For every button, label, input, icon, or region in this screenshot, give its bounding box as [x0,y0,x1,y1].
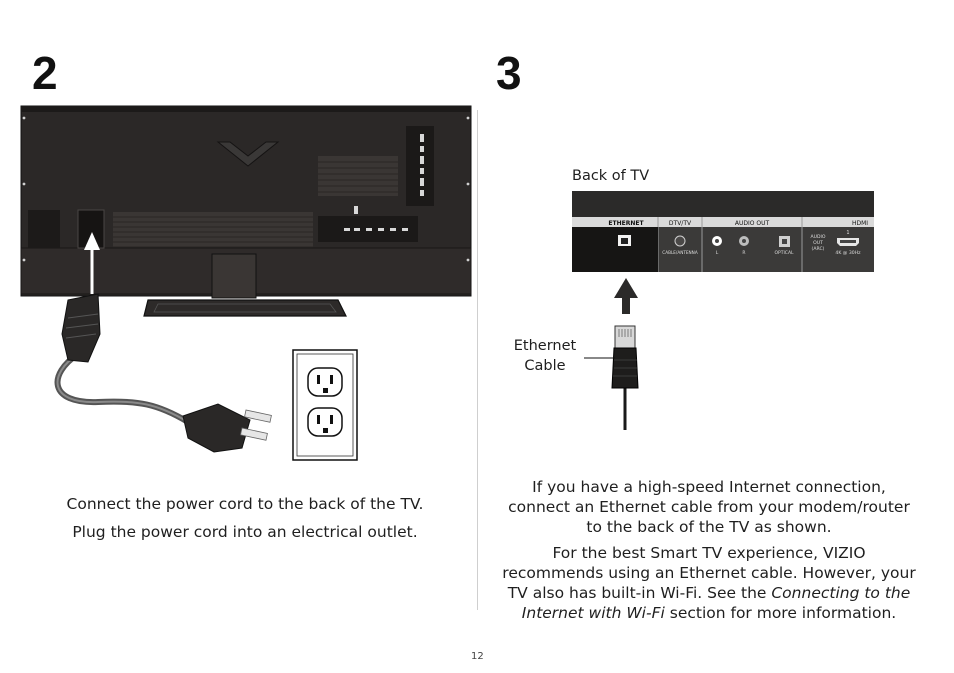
back-of-tv-label: Back of TV [572,168,650,184]
step-3-caption: If you have a high-speed Internet connec… [500,477,918,623]
caption-plug-outlet: Plug the power cord into an electrical o… [72,523,418,541]
label-l: L [716,250,719,256]
label-cable-antenna: CABLE/ANTENNA [662,250,698,255]
step-2-caption: Connect the power cord to the back of th… [20,494,470,542]
electrical-outlet [292,349,358,461]
section-audio-out: AUDIO OUT [735,220,770,227]
ethernet-cable-label: Ethernet Cable [502,336,588,376]
vizio-logo-icon [216,141,280,167]
ethernet-port-area [572,227,658,272]
tv-stand-neck [211,253,257,299]
wifi-section-reference: Connecting to the Internet with Wi-Fi [521,584,911,622]
step-number-2: 2 [32,47,58,99]
wifi-note-text: For the best Smart TV experience, VIZIO … [502,544,916,602]
wifi-note-text-end: section for more information. [664,604,897,622]
page-number: 12 [471,651,484,662]
coax-port-icon [674,235,686,247]
caption-ethernet-connection: If you have a high-speed Internet connec… [508,478,910,536]
section-ethernet: ETHERNET [608,220,644,227]
column-divider [477,110,478,610]
ethernet-label-line2: Cable [524,358,566,374]
label-r: R [742,250,745,256]
caption-connect-cord: Connect the power cord to the back of th… [66,495,424,513]
section-dtv: DTV/TV [669,220,692,227]
caption-wifi-note: For the best Smart TV experience, VIZIO … [500,543,918,623]
power-plug [182,403,251,453]
arrow-up-icon [614,278,638,314]
power-connector [61,293,101,363]
tv-back-power-illustration [20,105,472,461]
label-optical: OPTICAL [774,250,794,256]
tv-stand-base [143,299,347,317]
label-hdmi-res: 4K @ 30Hz [835,250,861,256]
ethernet-illustration: ETHERNET DTV/TV AUDIO OUT HDMI CABLE/ANT… [572,191,874,430]
step-number-3: 3 [496,47,522,99]
section-hdmi: HDMI [852,220,868,227]
label-audio-out-2: OUT [813,240,823,246]
label-audio-out-3: (ARC) [812,246,825,252]
label-hdmi-1: 1 [846,230,849,236]
outlet-socket-icon [307,367,343,437]
label-audio-out-1: AUDIO [810,234,825,240]
ethernet-label-line1: Ethernet [513,338,577,354]
